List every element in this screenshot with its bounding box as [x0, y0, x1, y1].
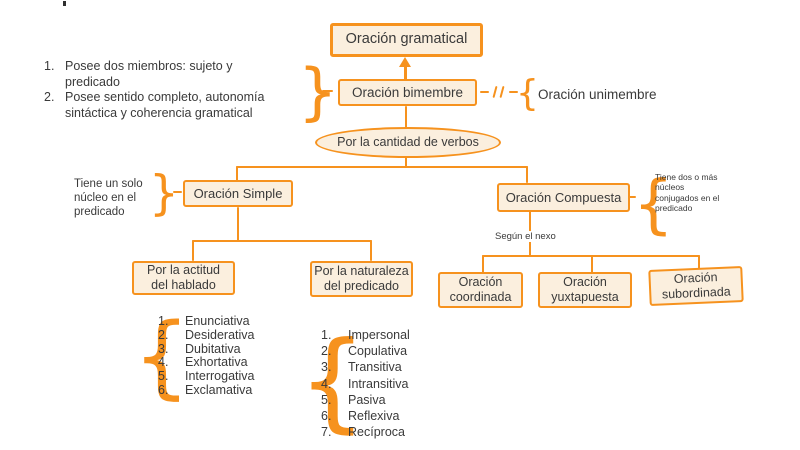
list-item-number: 1. [158, 314, 169, 328]
list-item-number: 2. [321, 344, 332, 359]
list-item-label: Enunciativa [185, 314, 250, 328]
list-item-label: Dubitativa [185, 341, 241, 356]
connector-line [405, 106, 408, 128]
naturaleza-list: 1. Impersonal 2. Copulativa 3. Transitiva 4. In… [321, 327, 410, 440]
connector-line [236, 166, 528, 169]
list-item: 2. Desiderativa [158, 327, 255, 343]
list-item-number: 5. [321, 392, 332, 407]
node-oracion-unimembre: Oración unimembre [538, 87, 657, 102]
list-item: 1. Enunciativa [158, 314, 254, 329]
connector-line [482, 255, 485, 273]
list-item: 5. Interrogativa [158, 369, 255, 384]
list-item-number: 6. [321, 409, 332, 424]
list-item-label: Desiderativa [185, 327, 255, 342]
list-item-label: Exclamativa [185, 382, 253, 397]
parallel-bars-icon [499, 85, 505, 99]
connector-line [237, 207, 240, 242]
node-oracion-coordinada: Oración coordinada [438, 272, 523, 308]
list-item: 5. Pasiva [321, 392, 410, 408]
list-item: 6. Reflexiva [321, 408, 410, 424]
list-item: 1. Posee dos miembros: sujeto y predicado [44, 59, 264, 90]
list-item-label: Recíproca [348, 425, 405, 440]
list-item-label: Impersonal [348, 328, 410, 342]
node-por-la-cantidad-de-verbos: Por la cantidad de verbos [315, 127, 501, 158]
connector-arrow-stem [404, 65, 407, 80]
node-oracion-gramatical: Oración gramatical [330, 23, 483, 57]
list-item-number: 1. [44, 59, 55, 73]
list-item: 4. Intransitiva [321, 376, 410, 392]
list-item-label: Copulativa [348, 344, 408, 359]
list-item: 6. Exclamativa [158, 382, 254, 398]
connector-dash [480, 91, 489, 94]
list-item-label: Intransitiva [348, 376, 409, 391]
list-item-number: 6. [158, 382, 169, 397]
connector-line [591, 255, 594, 273]
connector-line [697, 255, 700, 269]
simple-note: Tiene un solo núcleo en el predicado [74, 178, 143, 218]
stray-ink-mark [63, 1, 66, 6]
connector-line [236, 166, 239, 181]
list-item-number: 3. [321, 360, 332, 375]
node-por-la-naturaleza: Por la naturaleza del predicado [310, 261, 413, 297]
list-item-number: 2. [158, 327, 169, 342]
list-item: 4. Exhortativa [158, 356, 254, 370]
connector-dash [322, 90, 333, 93]
list-item-label: Interrogativa [185, 369, 255, 384]
list-item: 2. Copulativa [321, 343, 410, 359]
connector-line [525, 166, 528, 183]
list-item-number: 7. [321, 425, 332, 440]
node-oracion-compuesta: Oración Compuesta [497, 183, 630, 212]
segun-el-nexo-label: Según el nexo [492, 231, 559, 242]
list-item-label: Posee dos miembros: sujeto y predicado [65, 59, 233, 89]
list-item-number: 1. [321, 328, 332, 342]
connector-line [369, 240, 372, 261]
list-item: 7. Recíproca [321, 424, 410, 440]
list-item-number: 5. [158, 369, 169, 384]
connector-line [192, 240, 372, 243]
brace-icon [516, 74, 539, 114]
compuesta-note: Tiene dos o más núcleos conjugados en el… [655, 172, 720, 213]
list-item: 1. Impersonal [321, 327, 410, 343]
list-item-label: Pasiva [348, 392, 386, 407]
node-oracion-subordinada: Oración subordinada [648, 265, 744, 307]
list-item: 3. Transitiva [321, 359, 410, 375]
node-por-la-actitud: Por la actitud del hablado [132, 261, 235, 295]
list-item: 2. Posee sentido completo, autonomía sint… [44, 90, 264, 121]
arrow-up-icon [399, 57, 411, 67]
list-item-number: 3. [158, 341, 169, 356]
list-item-label: Posee sentido completo, autonomía sintác… [65, 90, 265, 120]
list-item-number: 4. [321, 376, 332, 391]
connector-dash [509, 91, 518, 94]
connector-line [405, 157, 408, 168]
parallel-bars-icon [492, 85, 498, 99]
node-oracion-bimembre: Oración bimembre [338, 79, 477, 106]
list-item-number: 4. [158, 355, 169, 370]
node-oracion-yuxtapuesta: Oración yuxtapuesta [538, 272, 632, 308]
node-oracion-simple: Oración Simple [183, 180, 293, 207]
connector-dash [173, 191, 182, 194]
bimembre-notes-list: 1. Posee dos miembros: sujeto y predicado… [44, 59, 264, 121]
list-item-label: Reflexiva [348, 409, 400, 424]
list-item-label: Exhortativa [185, 355, 248, 370]
connector-dash [628, 196, 636, 199]
list-item-label: Transitiva [348, 360, 402, 375]
connector-line [192, 240, 195, 261]
list-item-number: 2. [44, 90, 55, 104]
list-item: 3. Dubitativa [158, 341, 254, 357]
